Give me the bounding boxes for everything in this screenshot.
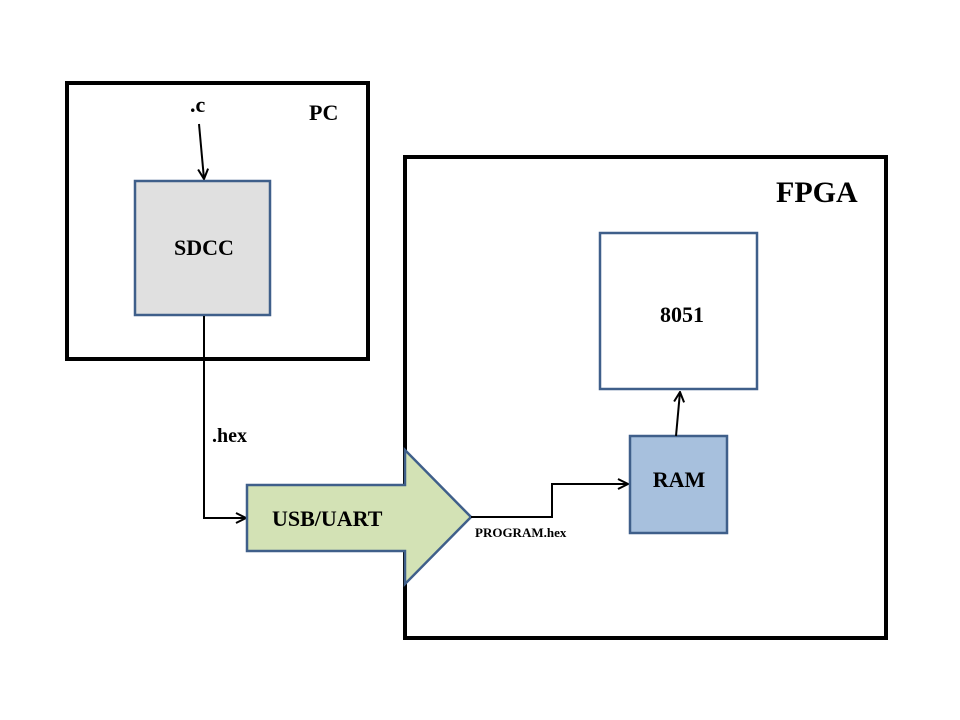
usb-uart-label: USB/UART [272,506,383,531]
program-hex-label: PROGRAM.hex [475,525,567,540]
ram-label: RAM [653,467,706,492]
source-to-sdcc-arrow [199,123,204,179]
sdcc-to-usb-arrow [203,316,246,518]
usb-uart-block [245,446,473,588]
cpu-8051-label: 8051 [660,302,704,327]
usb-to-ram-arrow [471,484,628,518]
sdcc-block [133,179,272,317]
sdcc-label: SDCC [174,235,234,260]
pc-label: PC [309,100,338,125]
hex-file-label: .hex [212,425,247,447]
fpga-box [403,155,888,640]
source-file-label: .c [190,92,206,117]
ram-block [628,434,729,535]
ram-to-8051-arrow [676,392,680,437]
cpu-8051-block [598,231,759,391]
pc-box [65,81,370,361]
fpga-label: FPGA [776,176,858,209]
